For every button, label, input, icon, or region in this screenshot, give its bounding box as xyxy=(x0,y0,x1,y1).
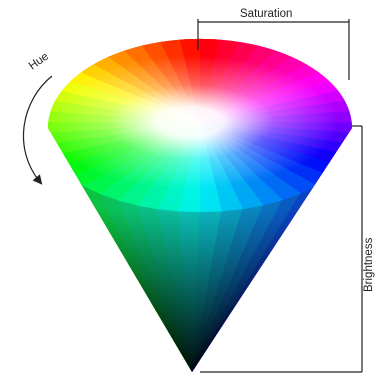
brightness-label: Brightness xyxy=(363,237,375,292)
white-center-glow xyxy=(0,2,377,242)
hue-arrow xyxy=(23,76,52,182)
hue-label: Hue xyxy=(27,51,51,73)
saturation-label: Saturation xyxy=(240,8,292,20)
